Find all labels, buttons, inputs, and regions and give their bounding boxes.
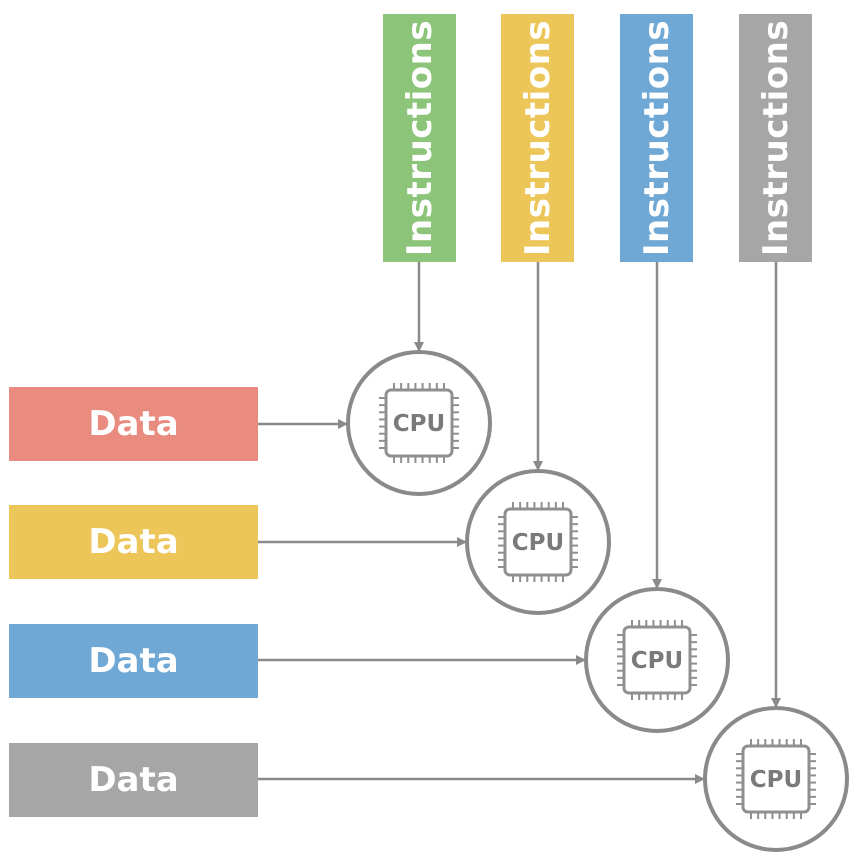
cpu-label-2: CPU <box>512 530 564 556</box>
cpu-circle-3 <box>584 587 730 733</box>
data-bar-3: Data <box>9 624 258 698</box>
data-label-2: Data <box>88 522 179 562</box>
cpu-label-1: CPU <box>393 411 445 437</box>
cpu-circle-2 <box>465 469 611 615</box>
cpu-chip-icon <box>617 620 697 700</box>
data-label-3: Data <box>88 641 179 681</box>
data-label-4: Data <box>88 760 179 800</box>
data-bar-1: Data <box>9 387 258 461</box>
data-label-1: Data <box>88 404 179 444</box>
instruction-label-1: Instructions <box>399 19 440 257</box>
cpu-label-3: CPU <box>631 648 683 674</box>
cpu-circle-4 <box>703 706 849 852</box>
cpu-node-4: CPU <box>703 706 849 852</box>
arrow-group <box>258 262 781 784</box>
instruction-label-4: Instructions <box>755 19 796 257</box>
chip-body <box>622 625 692 695</box>
instruction-label-2: Instructions <box>517 19 558 257</box>
data-bar-2: Data <box>9 505 258 579</box>
cpu-node-1: CPU <box>346 350 492 496</box>
cpu-chip-icon <box>736 739 816 819</box>
data-bar-4: Data <box>9 743 258 817</box>
instruction-label-3: Instructions <box>636 19 677 257</box>
cpu-circle-1 <box>346 350 492 496</box>
instruction-bar-2: Instructions <box>501 14 574 262</box>
cpu-chip-icon <box>379 383 459 463</box>
chip-body <box>741 744 811 814</box>
instruction-bar-3: Instructions <box>620 14 693 262</box>
instruction-bar-4: Instructions <box>739 14 812 262</box>
chip-body <box>384 388 454 458</box>
cpu-node-2: CPU <box>465 469 611 615</box>
chip-body <box>503 507 573 577</box>
cpu-chip-icon <box>498 502 578 582</box>
instruction-bar-1: Instructions <box>383 14 456 262</box>
cpu-label-4: CPU <box>750 767 802 793</box>
cpu-node-3: CPU <box>584 587 730 733</box>
cpu-group: CPU CPU CPU CPU <box>346 350 849 852</box>
